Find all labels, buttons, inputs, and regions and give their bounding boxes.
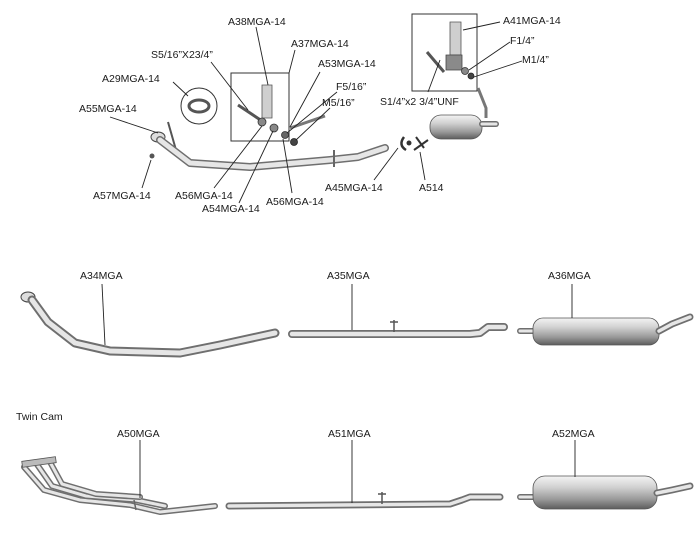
label-f1: F1/4”: [510, 35, 535, 47]
nut-m1-4: [467, 72, 475, 80]
label-s1: S1/4”x2 3/4”UNF: [380, 96, 459, 108]
part-a51-middle-pipe: [225, 492, 504, 510]
clamp-a45: [400, 136, 407, 152]
label-a56a: A56MGA-14: [175, 190, 233, 202]
label-a45: A45MGA-14: [325, 182, 383, 194]
rubber-mount-rear: [445, 54, 463, 71]
label-a55: A55MGA-14: [79, 103, 137, 115]
bolt-a57: [149, 153, 155, 159]
mounting-bracket-box-rear: [411, 13, 478, 92]
part-labels-top: A38MGA-14 A37MGA-14 S5/16”X23/4” A53MGA-…: [79, 15, 561, 215]
label-a41: A41MGA-14: [503, 15, 561, 27]
label-twin-cam: Twin Cam: [16, 411, 63, 423]
label-a34: A34MGA: [80, 270, 123, 282]
label-a56b: A56MGA-14: [266, 196, 324, 208]
washer-a54: [269, 123, 279, 133]
washer-f1-4: [461, 67, 469, 75]
row-twin-cam-parts: Twin Cam A50MGA: [16, 411, 694, 515]
nut-m5-16: [290, 138, 298, 146]
label-a51: A51MGA: [328, 428, 371, 440]
label-a29: A29MGA-14: [102, 73, 160, 85]
label-a37: A37MGA-14: [291, 38, 349, 50]
label-a52: A52MGA: [552, 428, 595, 440]
label-a36: A36MGA: [548, 270, 591, 282]
label-m1: M1/4”: [522, 54, 549, 66]
bolt-s1-4: [425, 51, 446, 73]
gasket-ring: [187, 98, 211, 114]
leader-lines-top: [109, 21, 523, 204]
label-a50: A50MGA: [117, 428, 160, 440]
part-a50-front-pipes: [21, 456, 218, 515]
label-a35: A35MGA: [327, 270, 370, 282]
part-a36-silencer: [517, 313, 694, 346]
nut-f5-16: [281, 131, 289, 139]
label-m5: M5/16”: [322, 97, 355, 109]
label-a54: A54MGA-14: [202, 203, 260, 215]
bolt-s5-16: [237, 103, 263, 123]
part-a514: [413, 136, 429, 151]
bracket-plate-rear: [449, 21, 462, 56]
part-a52-silencer: [517, 475, 694, 510]
gasket-inset-circle: [180, 87, 218, 125]
row-standard-parts: A34MGA A35MGA A36MGA: [20, 270, 694, 358]
clamp-a55: [167, 121, 177, 151]
mounting-bracket-box-front: [230, 72, 290, 142]
hanger-link-rear: [476, 87, 488, 118]
part-a35-middle-pipe: [288, 320, 508, 338]
label-a514: A514: [419, 182, 444, 194]
label-a53: A53MGA-14: [318, 58, 376, 70]
rear-silencer-assembly: [429, 114, 483, 140]
washer-a56a: [257, 117, 267, 127]
label-a38: A38MGA-14: [228, 16, 286, 28]
part-a34-front-pipe: [20, 291, 280, 358]
exhaust-assembly-exploded-view: [149, 13, 499, 171]
label-s5: S5/16”X23/4”: [151, 49, 213, 61]
bracket-plate-front: [261, 84, 273, 119]
label-a57: A57MGA-14: [93, 190, 151, 202]
label-f5: F5/16”: [336, 81, 367, 93]
